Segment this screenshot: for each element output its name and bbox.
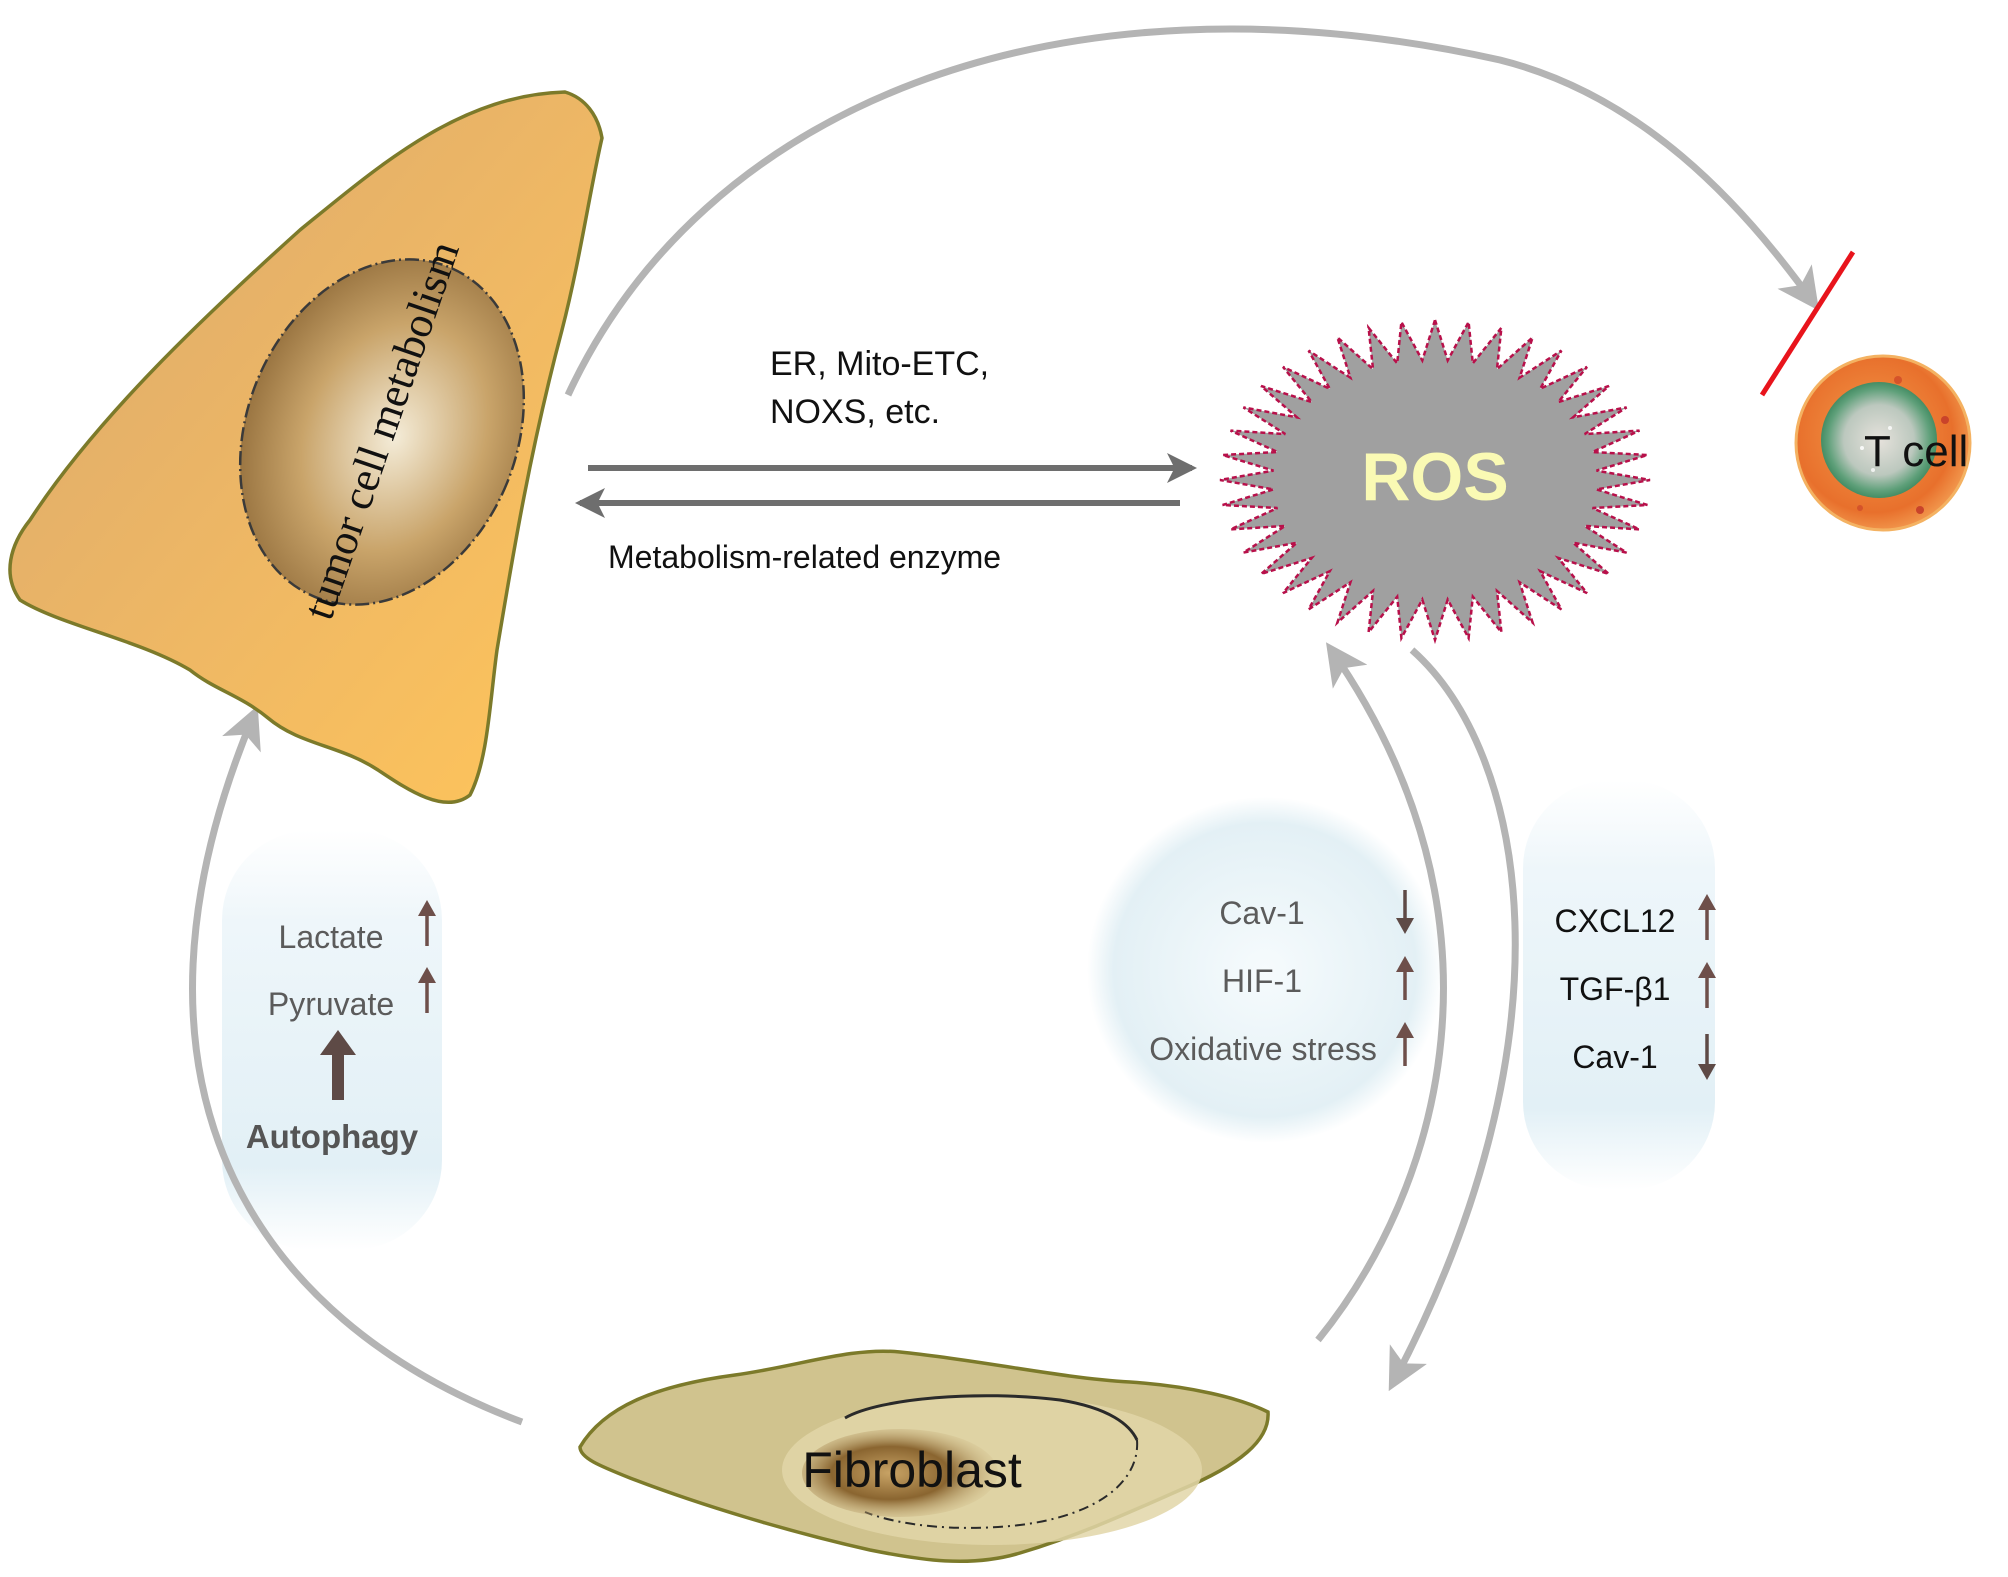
fibroblast-to-tumor-arrow xyxy=(189,705,524,1426)
hif-box xyxy=(1087,797,1443,1143)
hif-box-hif1-up-arrow-icon xyxy=(1396,956,1414,1000)
tumor-to-tcell-arrow xyxy=(564,25,1820,397)
tumor-cell xyxy=(8,90,604,805)
hif-box-hif1-label: HIF-1 xyxy=(1222,963,1302,999)
enzyme-label: Metabolism-related enzyme xyxy=(608,539,1001,575)
tgf-beta1-label: TGF-β1 xyxy=(1560,971,1671,1007)
fibroblast-label: Fibroblast xyxy=(802,1442,1022,1498)
arrow-label-line2: NOXS, etc. xyxy=(770,393,940,431)
tumor-nucleus xyxy=(238,258,526,606)
autophagy-label: Autophagy xyxy=(246,1118,419,1155)
hif-box-oxidative-stress-up-arrow-icon xyxy=(1396,1022,1414,1066)
cxcl-box xyxy=(1523,780,1715,1190)
cxcl-box-cav1-label: Cav-1 xyxy=(1572,1039,1657,1075)
ros-to-fibroblast-arrow xyxy=(1388,647,1519,1392)
autophagy-up-arrow-icon xyxy=(320,1030,356,1100)
tgf-beta1-up-arrow-icon xyxy=(1698,962,1716,1008)
hif-box-oxidative-stress-label: Oxidative stress xyxy=(1149,1031,1377,1067)
fibroblast-to-ros-arrow xyxy=(1315,642,1447,1343)
t-cell xyxy=(1794,354,1972,532)
lactate-label: Lactate xyxy=(279,919,384,955)
t-cell-nucleus xyxy=(1821,382,1937,498)
arrow-label-line1: ER, Mito-ETC, xyxy=(770,345,989,383)
hif-box-cav1-label: Cav-1 xyxy=(1219,895,1304,931)
cxcl12-label: CXCL12 xyxy=(1555,903,1676,939)
inhibition-bar xyxy=(1759,250,1856,397)
ros-star xyxy=(1219,315,1651,645)
cxcl12-up-arrow-icon xyxy=(1698,894,1716,940)
ros-label: ROS xyxy=(1361,439,1508,515)
pyruvate-label: Pyruvate xyxy=(268,986,394,1022)
t-cell-label: T cell xyxy=(1864,427,1968,476)
fibroblast-cell xyxy=(578,1349,1270,1564)
fibroblast-nucleus xyxy=(802,1429,998,1517)
hif-box-cav1-down-arrow-icon xyxy=(1396,890,1414,934)
pyruvate-up-arrow-icon xyxy=(418,967,436,1013)
cxcl-box-cav1-down-arrow-icon xyxy=(1698,1034,1716,1080)
lactate-up-arrow-icon xyxy=(418,900,436,946)
